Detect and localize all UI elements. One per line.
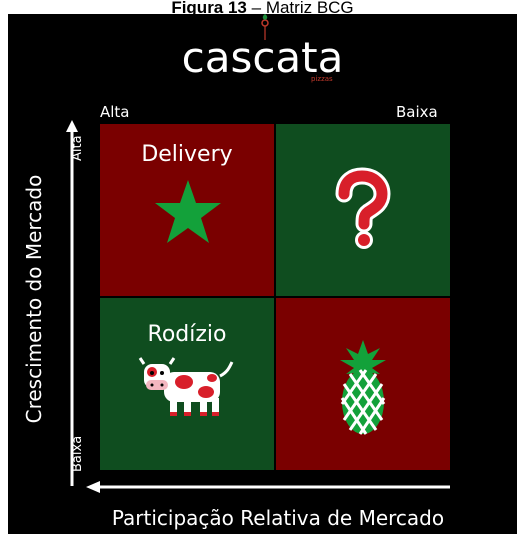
- axes: [66, 120, 450, 493]
- quadrant-title-delivery: Delivery: [141, 142, 233, 167]
- caption-prefix: Figura 13: [171, 0, 247, 17]
- quadrant-rodizio: Rodízio: [99, 297, 275, 471]
- x-axis-arrow-icon: [86, 481, 100, 493]
- logo-brand: cascata: [181, 33, 344, 82]
- quadrant-pineapple: [275, 297, 451, 471]
- logo-leaf-icon: [261, 14, 269, 40]
- x-axis-title: Participação Relativa de Mercado: [111, 506, 445, 530]
- quadrant-title-rodizio: Rodízio: [147, 322, 227, 347]
- quadrant-delivery: Delivery: [99, 123, 275, 297]
- pineapple-icon: [340, 340, 386, 435]
- caption-suffix: – Matriz BCG: [251, 0, 354, 17]
- y-axis-top-label: Alta: [70, 135, 85, 161]
- quadrant-question: [275, 123, 451, 297]
- logo-sub: pizzas: [311, 75, 333, 83]
- top-right-label: Baixa: [396, 103, 438, 121]
- bcg-matrix-panel: cascata pizzas Alta Baixa Delivery Rodíz…: [8, 14, 517, 534]
- y-axis-bottom-label: Baixa: [70, 435, 85, 472]
- cow-icon: [138, 357, 234, 416]
- y-axis-arrow-icon: [66, 120, 78, 132]
- star-icon: [155, 180, 221, 243]
- figure-caption: Figura 13 – Matriz BCG: [0, 0, 525, 22]
- question-mark-icon: [335, 167, 391, 249]
- top-left-label: Alta: [100, 103, 130, 121]
